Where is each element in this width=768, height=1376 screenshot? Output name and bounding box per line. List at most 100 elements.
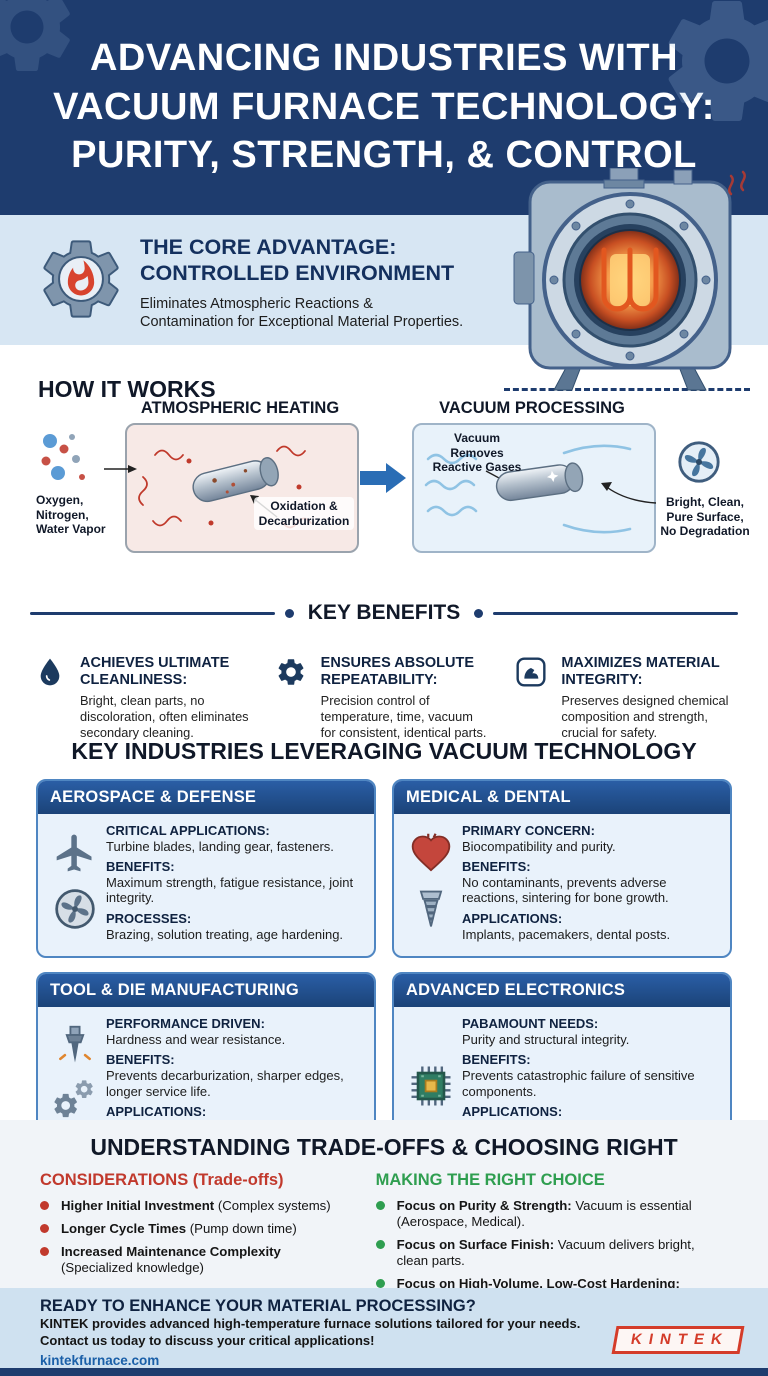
card-aerospace-defense: AEROSPACE & DEFENSE <box>36 779 376 959</box>
card-header: AEROSPACE & DEFENSE <box>38 781 374 814</box>
gears-icon <box>54 1080 93 1118</box>
choice-column: MAKING THE RIGHT CHOICE Focus on Purity … <box>375 1171 728 1288</box>
card-row: PERFORMANCE DRIVEN: Hardness and wear re… <box>106 1016 362 1047</box>
card-row: APPLICATIONS: Cutting tools, stamping di… <box>106 1104 362 1120</box>
card-row: PROCESSES: Brazing, solution treating, a… <box>106 911 362 942</box>
bullet-text: Focus on High-Volume, Low-Cost Hardening… <box>396 1276 680 1288</box>
benefit-cleanliness: ACHIEVES ULTIMATE CLEANLINESS: Bright, c… <box>34 655 253 741</box>
consideration-item: Longer Cycle Times (Pump down time) <box>40 1221 350 1237</box>
card-row-label: APPLICATIONS: <box>462 1104 563 1120</box>
implant-icon <box>419 890 443 927</box>
muscle-icon <box>516 657 546 687</box>
benefit-title: ACHIEVES ULTIMATE CLEANLINESS: <box>80 654 230 688</box>
consideration-item: Increased Maintenance Complexity (Specia… <box>40 1244 350 1276</box>
cta-line1: KINTEK provides advanced high-temperatur… <box>40 1316 581 1331</box>
bottom-strip <box>0 1368 768 1376</box>
bullet-dot <box>40 1224 49 1234</box>
card-row-label: PROCESSES: <box>106 910 192 926</box>
cta-title: READY TO ENHANCE YOUR MATERIAL PROCESSIN… <box>40 1297 476 1315</box>
card-row-label: PRIMARY CONCERN: <box>462 823 595 838</box>
card-row-text: Implants, pacemakers, dental posts. <box>462 926 671 942</box>
tradeoffs-title: UNDERSTANDING TRADE-OFFS & CHOOSING RIGH… <box>90 1134 678 1160</box>
chip-icon <box>411 1066 451 1106</box>
considerations-title: CONSIDERATIONS (Trade-offs) <box>40 1171 284 1189</box>
footer-cta: READY TO ENHANCE YOUR MATERIAL PROCESSIN… <box>0 1288 768 1368</box>
card-row-text: Brazing, solution treating, age hardenin… <box>106 926 344 942</box>
vacuum-pump-fan-icon <box>678 441 720 483</box>
industries-title: KEY INDUSTRIES LEVERAGING VACUUM TECHNOL… <box>71 738 697 764</box>
card-row-label: APPLICATIONS: <box>462 910 563 926</box>
core-advantage-body: Eliminates Atmospheric Reactions & Conta… <box>140 295 464 331</box>
droplet-icon <box>40 658 60 686</box>
card-tool-die: TOOL & DIE MANUFACTURING <box>36 972 376 1120</box>
oxidized-cylinder-icon <box>192 457 279 503</box>
card-row-text: Hardness and wear resistance. <box>106 1031 286 1047</box>
page-title-line: PURITY, STRENGTH, & CONTROL <box>71 134 697 177</box>
card-row-label: CRITICAL APPLICATIONS: <box>106 823 270 838</box>
benefit-repeatability: ENSURES ABSOLUTE REPEATABILITY: Precisio… <box>275 655 494 741</box>
benefit-body: Preserves designed chemical composition … <box>561 693 729 740</box>
header: ADVANCING INDUSTRIES WITH VACUUM FURNACE… <box>0 0 768 215</box>
divider-dot <box>474 608 484 618</box>
vacuum-processing-title: VACUUM PROCESSING <box>439 399 625 417</box>
bullet-text: Focus on Purity & Strength: Vacuum is es… <box>396 1198 692 1230</box>
card-row-text: Prevents decarburization, sharper edges,… <box>106 1067 344 1099</box>
benefit-integrity: MAXIMIZES MATERIAL INTEGRITY: Preserves … <box>515 655 734 741</box>
card-row-label: APPLICATIONS: <box>106 1104 207 1120</box>
card-row-text: Turbine blades, landing gear, fasteners. <box>106 838 334 854</box>
card-header: TOOL & DIE MANUFACTURING <box>38 974 374 1008</box>
page-title-line: ADVANCING INDUSTRIES WITH <box>89 37 679 79</box>
choice-title: MAKING THE RIGHT CHOICE <box>375 1171 605 1189</box>
card-row: BENEFITS: Prevents catastrophic failure … <box>462 1052 718 1099</box>
industries-section: KEY INDUSTRIES LEVERAGING VACUUM TECHNOL… <box>0 722 768 1120</box>
card-row: BENEFITS: Prevents decarburization, shar… <box>106 1052 362 1099</box>
bullet-dot <box>375 1279 385 1288</box>
card-row-label: BENEFITS: <box>462 1052 531 1068</box>
card-row-text: Maximum strength, fatigue resistance, jo… <box>106 874 354 906</box>
heart-icon <box>411 833 451 872</box>
card-row-label: PABAMOUNT NEEDS: <box>462 1016 599 1032</box>
card-row: PRIMARY CONCERN: Biocompatibility and pu… <box>462 823 718 854</box>
gear-icon <box>278 659 304 685</box>
card-row-text: Prevents catastrophic failure of sensiti… <box>462 1067 695 1099</box>
card-row: PABAMOUNT NEEDS: Purity and structural i… <box>462 1016 718 1047</box>
core-advantage-title: THE CORE ADVANTAGE: CONTROLLED ENVIRONME… <box>140 235 455 285</box>
vacuum-furnace-illustration <box>513 168 746 391</box>
consideration-item: Higher Initial Investment (Complex syste… <box>40 1198 350 1214</box>
furnace-base-dashed-line <box>504 388 750 391</box>
page-title-line: VACUUM FURNACE TECHNOLOGY: <box>53 85 715 128</box>
end-mill-icon <box>59 1025 91 1063</box>
result-arrow-icon <box>601 482 657 504</box>
choice-item: Focus on Surface Finish: Vacuum delivers… <box>375 1237 728 1269</box>
atmospheric-heating-title: ATMOSPHERIC HEATING <box>140 399 340 417</box>
bright-surface-label: Bright, Clean, Pure Surface, No Degradat… <box>660 495 750 539</box>
kintek-logo: KINTEK <box>611 1326 745 1354</box>
decorative-gear-icon <box>0 0 70 71</box>
bullet-text: Increased Maintenance Complexity (Specia… <box>61 1244 281 1276</box>
card-row: BENEFITS: Maximum strength, fatigue resi… <box>106 859 362 906</box>
divider-dot <box>284 608 294 618</box>
how-it-works-title: HOW IT WORKS <box>38 376 216 403</box>
airplane-icon <box>56 834 92 872</box>
how-it-works-section: HOW IT WORKS ATMOSPHERIC HEATING VACUUM … <box>0 345 768 570</box>
considerations-column: CONSIDERATIONS (Trade-offs) Higher Initi… <box>40 1171 350 1288</box>
website-link[interactable]: kintekfurnace.com <box>40 1353 160 1369</box>
benefit-body: Precision control of temperature, time, … <box>320 693 487 740</box>
card-advanced-electronics: ADVANCED ELECTRONICS PABAMOUNT NEEDS: <box>392 972 732 1120</box>
bullet-text: Longer Cycle Times (Pump down time) <box>61 1221 297 1237</box>
card-row: BENEFITS: No contaminants, prevents adve… <box>462 859 718 906</box>
benefit-title: MAXIMIZES MATERIAL INTEGRITY: <box>561 654 720 688</box>
oxidation-label: Oxidation & Decarburization <box>254 497 354 531</box>
card-row: CRITICAL APPLICATIONS: Turbine blades, l… <box>106 823 362 854</box>
bullet-text: Higher Initial Investment (Complex syste… <box>61 1198 331 1213</box>
bullet-dot <box>40 1201 49 1210</box>
benefit-title: ENSURES ABSOLUTE REPEATABILITY: <box>320 654 475 688</box>
card-row-label: PERFORMANCE DRIVEN: <box>106 1016 265 1032</box>
benefit-body: Bright, clean parts, no discoloration, o… <box>80 693 249 740</box>
clean-cylinder-icon <box>495 462 584 502</box>
gases-label: Oxygen, Nitrogen, Water Vapor <box>36 493 106 537</box>
key-benefits-section: KEY BENEFITS ACHIEVES ULTIMATE CLEANLINE… <box>0 570 768 740</box>
bullet-dot <box>40 1247 49 1257</box>
bullet-text: Focus on Surface Finish: Vacuum delivers… <box>396 1237 695 1269</box>
